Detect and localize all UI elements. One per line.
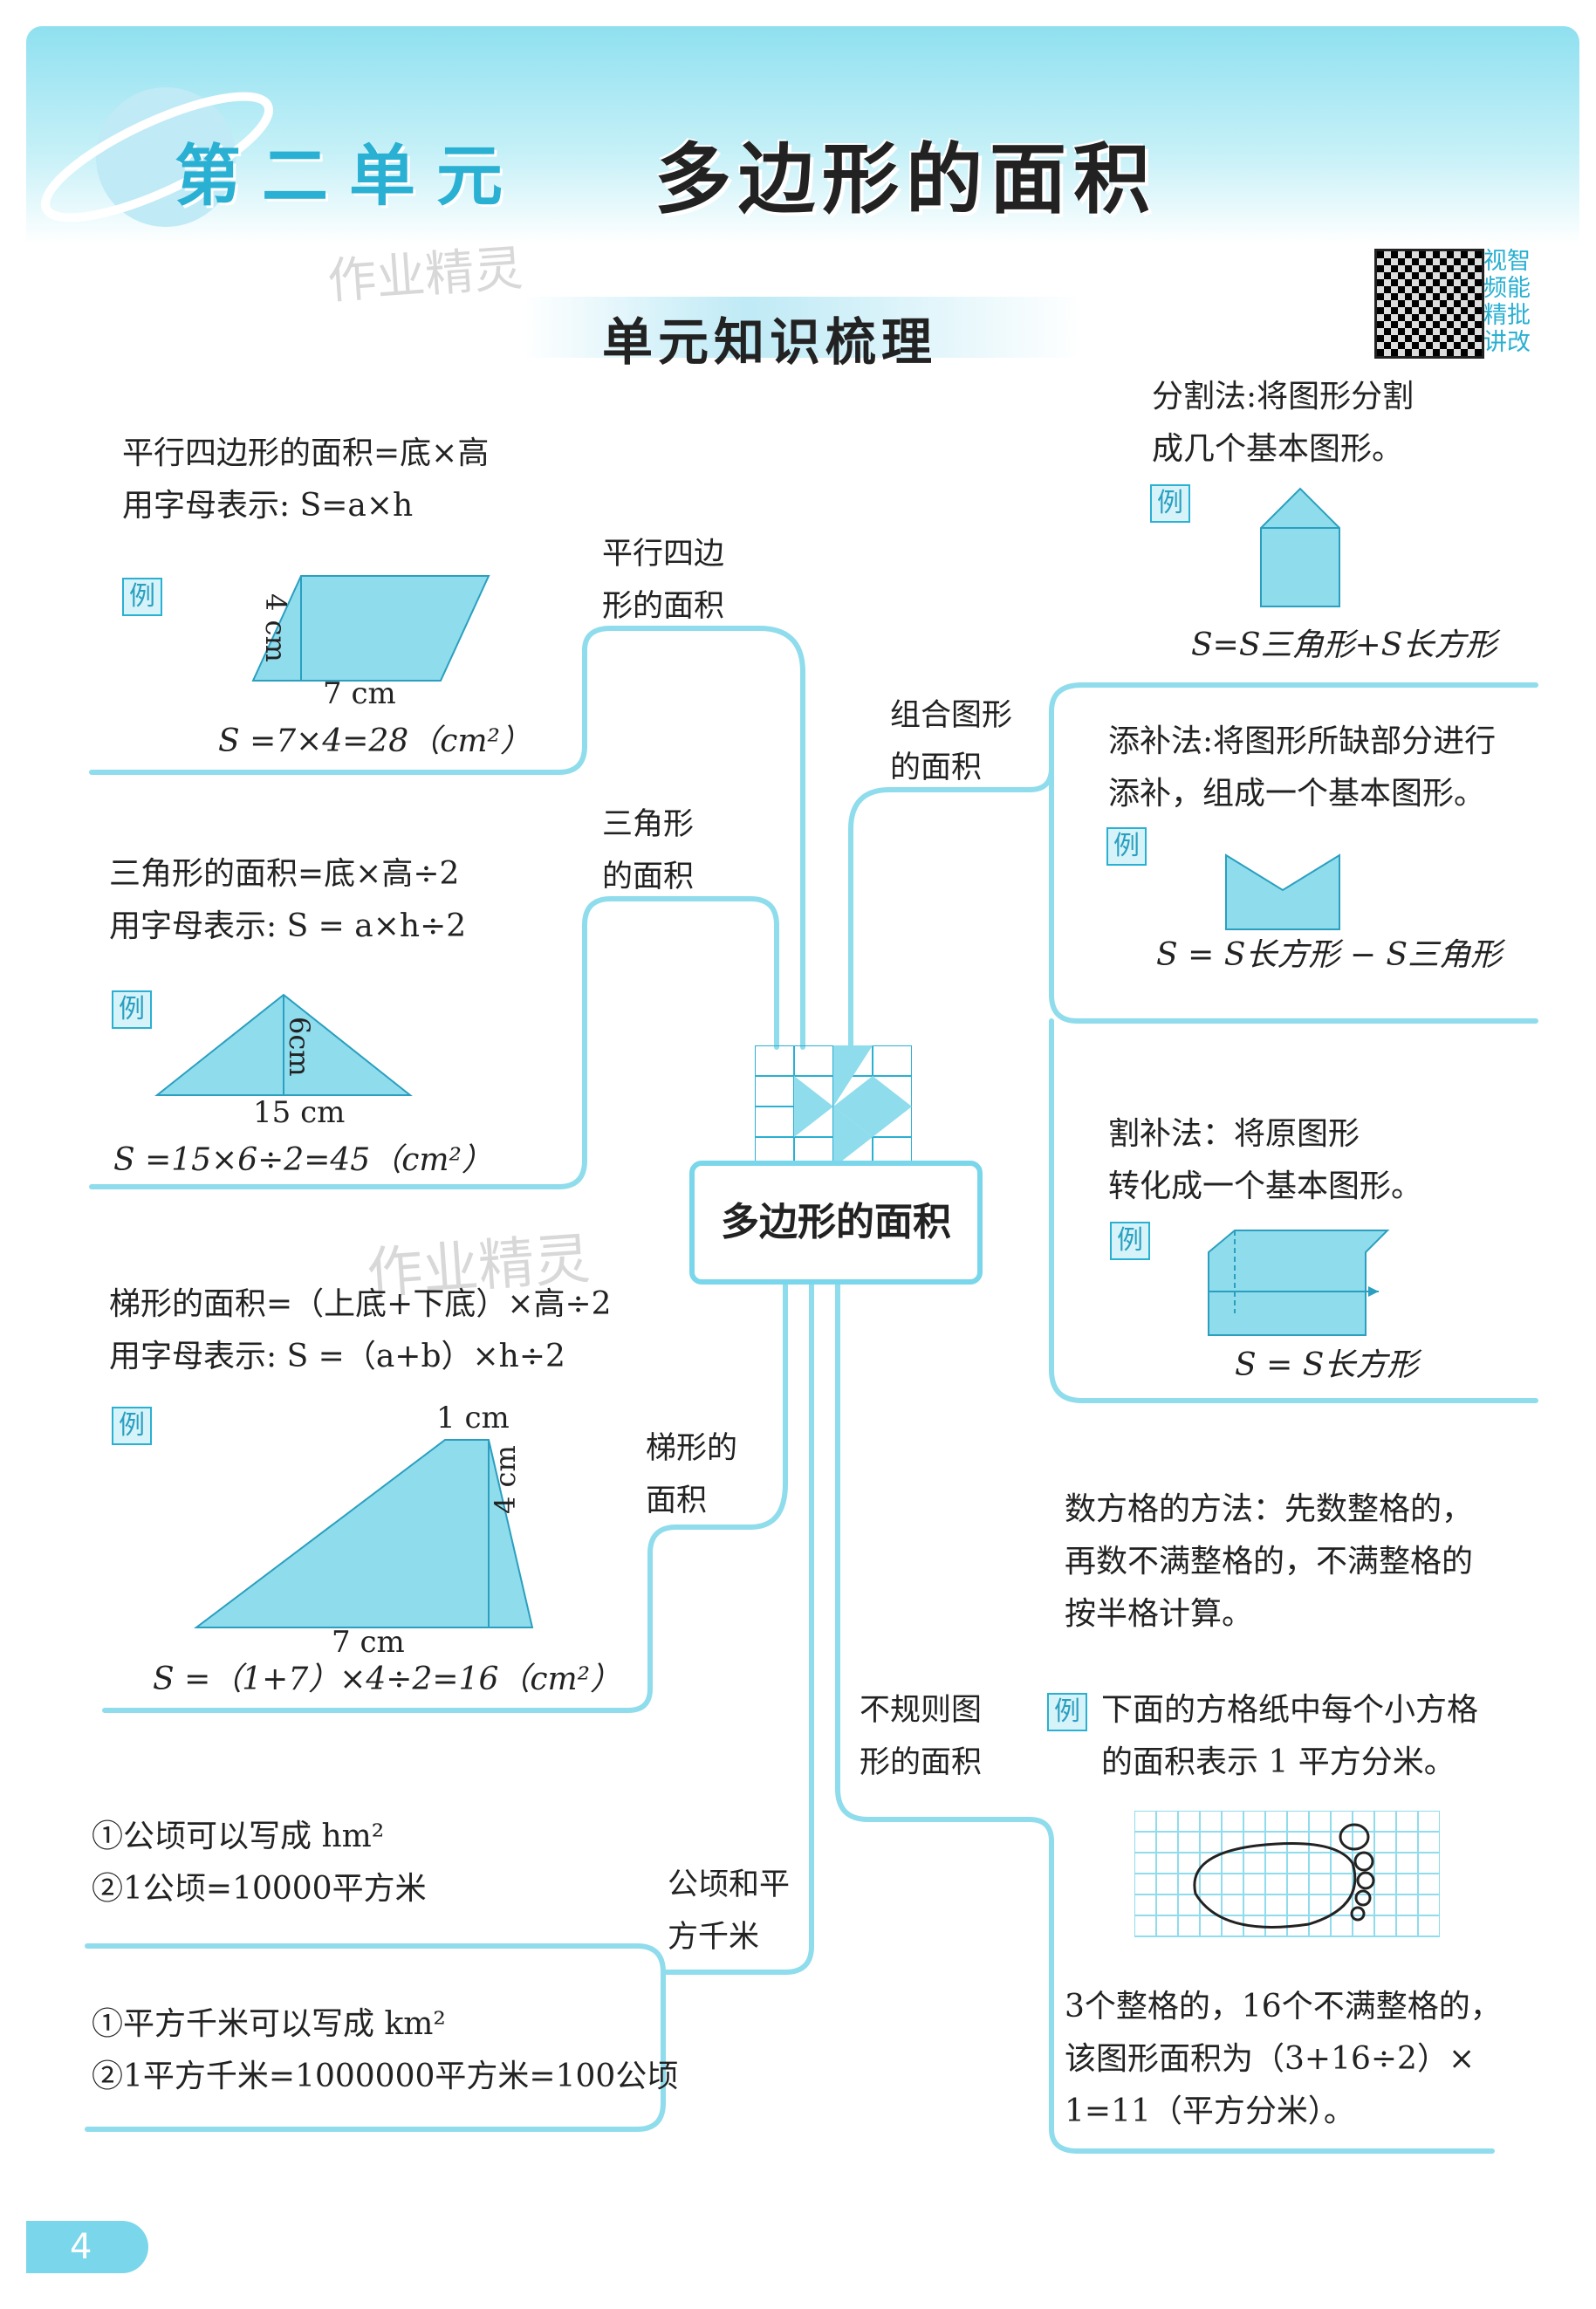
qr-code-icon[interactable] xyxy=(1374,249,1484,359)
planet-icon xyxy=(40,87,274,227)
page-number: 4 xyxy=(26,2221,148,2273)
parallelogram-result: S =7×4=28（cm²） xyxy=(218,723,531,759)
trapezoid-base-label: 7 cm xyxy=(332,1625,405,1660)
fill-formula: S = S长方形 − S三角形 xyxy=(1156,937,1503,973)
split-text-1: 分割法:将图形分割 xyxy=(1152,379,1414,415)
trapezoid-height-label: 4 cm xyxy=(489,1445,522,1514)
cut-formula: S = S长方形 xyxy=(1235,1347,1419,1383)
triangle-figure xyxy=(154,993,413,1096)
hectare-line-1: ①公顷可以写成 hm² xyxy=(92,1819,385,1854)
unit-title: 第二单元 xyxy=(175,137,524,215)
triangle-height-label: 6cm xyxy=(283,1017,316,1077)
triangle-base-label: 15 cm xyxy=(253,1095,346,1130)
composite-label-2: 的面积 xyxy=(890,750,983,785)
triangle-letters: 用字母表示: S = a×h÷2 xyxy=(109,908,467,944)
trapezoid-label-1: 梯形的 xyxy=(646,1431,738,1466)
irregular-example-2: 的面积表示 1 平方分米。 xyxy=(1101,1744,1456,1780)
trapezoid-top-label: 1 cm xyxy=(436,1401,510,1435)
example-tag: 例 xyxy=(1110,1222,1150,1260)
trapezoid-label-2: 面积 xyxy=(646,1483,708,1518)
parallelogram-letters: 用字母表示: S=a×h xyxy=(122,488,414,524)
irregular-method-1: 数方格的方法：先数整格的， xyxy=(1065,1491,1474,1527)
example-tag: 例 xyxy=(112,990,152,1029)
irregular-answer-1: 3个整格的，16个不满整格的， xyxy=(1065,1989,1502,2025)
hectare-label-1: 公顷和平 xyxy=(668,1867,791,1902)
trapezoid-result: S =（1+7）×4÷2=16（cm²） xyxy=(153,1662,622,1697)
example-tag: 例 xyxy=(112,1407,152,1445)
qr-caption: 视智 频能 精批 讲改 xyxy=(1483,248,1531,356)
fill-text-2: 添补，组成一个基本图形。 xyxy=(1108,776,1486,812)
center-node: 多边形的面积 xyxy=(689,1161,983,1285)
page-title: 多边形的面积 xyxy=(654,134,1158,224)
section-banner xyxy=(524,297,1082,358)
trapezoid-figure xyxy=(194,1439,534,1628)
parallelogram-label-2: 形的面积 xyxy=(602,589,725,624)
irregular-label-1: 不规则图 xyxy=(860,1693,983,1728)
split-figure xyxy=(1260,487,1340,607)
irregular-label-2: 形的面积 xyxy=(860,1745,983,1780)
cut-text-1: 割补法：将原图形 xyxy=(1108,1116,1360,1152)
cut-text-2: 转化成一个基本图形。 xyxy=(1108,1168,1423,1204)
hectare-line-3: ①平方千米可以写成 km² xyxy=(92,2006,446,2042)
parallelogram-height-label: 4 cm xyxy=(259,593,292,662)
parallelogram-formula: 平行四边形的面积=底×高 xyxy=(122,435,490,471)
grid-figure xyxy=(1134,1811,1440,1937)
example-tag: 例 xyxy=(1047,1693,1087,1731)
trapezoid-formula: 梯形的面积=（上底+下底）×高÷2 xyxy=(109,1286,612,1322)
triangle-formula: 三角形的面积=底×高÷2 xyxy=(109,856,460,892)
example-tag: 例 xyxy=(122,578,162,616)
irregular-method-3: 按半格计算。 xyxy=(1065,1596,1254,1632)
header-banner xyxy=(26,26,1579,244)
irregular-method-2: 再数不满整格的，不满整格的 xyxy=(1065,1544,1474,1579)
parallelogram-figure xyxy=(251,575,490,682)
example-tag: 例 xyxy=(1150,484,1190,523)
tangram-icon xyxy=(755,1045,912,1168)
irregular-example-1: 下面的方格纸中每个小方格 xyxy=(1101,1692,1479,1728)
irregular-answer-3: 1=11（平方分米）。 xyxy=(1065,2093,1355,2129)
hectare-label-2: 方千米 xyxy=(668,1920,760,1955)
fill-text-1: 添补法:将图形所缺部分进行 xyxy=(1108,723,1497,759)
hectare-line-2: ②1公顷=10000平方米 xyxy=(92,1871,427,1907)
triangle-result: S =15×6÷2=45（cm²） xyxy=(113,1142,493,1178)
parallelogram-label-1: 平行四边 xyxy=(602,537,725,572)
triangle-label-2: 的面积 xyxy=(602,860,695,894)
split-formula: S=S三角形+S长方形 xyxy=(1191,627,1497,663)
triangle-label-1: 三角形 xyxy=(602,807,695,842)
parallelogram-base-label: 7 cm xyxy=(323,676,396,711)
split-text-2: 成几个基本图形。 xyxy=(1152,431,1404,467)
cut-figure xyxy=(1208,1230,1390,1336)
trapezoid-letters: 用字母表示: S =（a+b）×h÷2 xyxy=(109,1339,565,1374)
composite-label-1: 组合图形 xyxy=(890,698,1013,733)
example-tag: 例 xyxy=(1106,827,1147,866)
fill-figure xyxy=(1225,853,1340,930)
section-title: 单元知识梳理 xyxy=(602,312,938,372)
irregular-answer-2: 该图形面积为（3+16÷2）× xyxy=(1065,2041,1476,2077)
hectare-line-4: ②1平方千米=1000000平方米=100公顷 xyxy=(92,2059,679,2094)
